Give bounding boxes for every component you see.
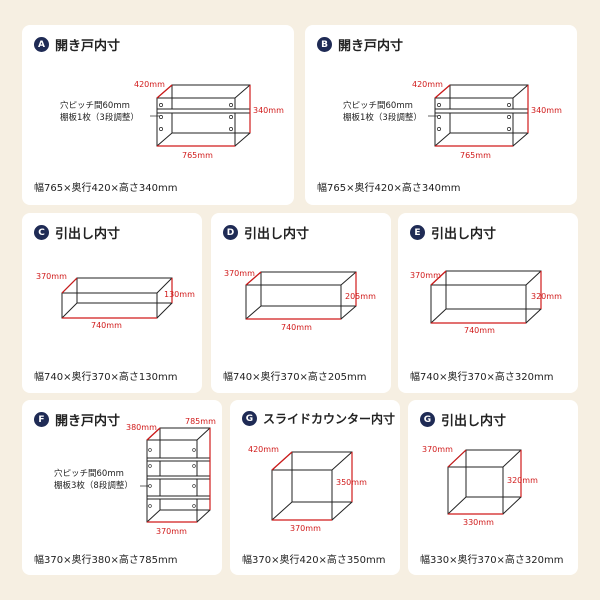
panel-g1-box-diagram: 420mm 350mm 370mm [248,445,367,533]
panel-f-header: F 開き戸内寸 [34,410,120,429]
panel-c-height-label: 130mm [164,290,195,299]
panel-d-spec: 幅740×奥行370×高さ205mm [223,372,367,383]
panel-f-note: 穴ピッチ間60mm 棚板3枚（8段調整） [54,468,133,492]
panel-g-slide-counter: G スライドカウンター内寸 420mm 350mm 370mm 幅370×奥行4… [230,400,400,575]
panel-g2-width-label: 330mm [463,518,494,527]
panel-g2-depth-label: 370mm [422,445,453,454]
panel-c: C 引出し内寸 370mm 130mm 740mm 幅740×奥行370×高さ1… [22,213,202,393]
panel-e-badge: E [410,225,425,240]
panel-g1-title: スライドカウンター内寸 [263,412,396,426]
panel-f-shelf-info: 棚板3枚（8段調整） [54,481,133,491]
panel-b: B 開き戸内寸 穴ピッチ間60mm 棚板1枚（3段調整） 420mm 340mm… [305,25,577,205]
panel-a-title: 開き戸内寸 [55,39,121,54]
panel-b-depth-label: 420mm [412,80,443,89]
panel-c-title: 引出し内寸 [55,227,121,242]
panel-c-depth-label: 370mm [36,272,67,281]
panel-f-width-label: 370mm [156,527,187,536]
panel-f-badge: F [34,412,49,427]
panel-d-width-label: 740mm [281,323,312,332]
panel-e-title: 引出し内寸 [431,227,497,242]
panel-b-height-label: 340mm [531,106,562,115]
panel-b-header: B 開き戸内寸 [317,35,403,54]
panel-e-header: E 引出し内寸 [410,223,496,242]
panel-a-depth-label: 420mm [134,80,165,89]
panel-d-box-diagram: 370mm 205mm 740mm [224,269,376,332]
panel-e-box-diagram: 370mm 320mm 740mm [410,270,562,335]
panel-d-title: 引出し内寸 [244,227,310,242]
panel-a-badge: A [34,37,49,52]
panel-c-badge: C [34,225,49,240]
panel-c-header: C 引出し内寸 [34,223,120,242]
panel-e: E 引出し内寸 370mm 320mm 740mm 幅740×奥行370×高さ3… [398,213,578,393]
panel-d-depth-label: 370mm [224,269,255,278]
panel-b-shelf-info: 棚板1枚（3段調整） [343,113,422,123]
panel-b-box-diagram: 420mm 340mm 765mm [412,80,562,160]
panel-f-box-diagram: 380mm 785mm 370mm [126,417,216,536]
panel-g2-badge: G [420,412,435,427]
panel-a: A 開き戸内寸 穴ピッチ間60mm 棚板1枚（3段調整） 420mm 340mm… [22,25,294,205]
panel-e-width-label: 740mm [464,326,495,335]
panel-b-badge: B [317,37,332,52]
panel-a-width-label: 765mm [182,151,213,160]
panel-g2-title: 引出し内寸 [441,414,507,429]
panel-b-title: 開き戸内寸 [338,39,404,54]
panel-c-width-label: 740mm [91,321,122,330]
panel-a-height-label: 340mm [253,106,284,115]
panel-a-note: 穴ピッチ間60mm 棚板1枚（3段調整） [60,100,139,124]
panel-b-note: 穴ピッチ間60mm 棚板1枚（3段調整） [343,100,422,124]
panel-f-depth-label: 380mm [126,423,157,432]
panel-g1-height-label: 350mm [336,478,367,487]
panel-a-box-diagram: 420mm 340mm 765mm [134,80,284,160]
panel-d-header: D 引出し内寸 [223,223,309,242]
panel-a-shelf-info: 棚板1枚（3段調整） [60,113,139,123]
panel-c-spec: 幅740×奥行370×高さ130mm [34,372,178,383]
panel-g1-badge: G [242,411,257,426]
panel-f: F 開き戸内寸 穴ピッチ間60mm 棚板3枚（8段調整） 380mm 785mm… [22,400,222,575]
panel-b-hole-pitch: 穴ピッチ間60mm [343,101,413,111]
panel-g2-spec: 幅330×奥行370×高さ320mm [420,555,564,566]
panel-f-spec: 幅370×奥行380×高さ785mm [34,555,178,566]
panel-d-badge: D [223,225,238,240]
panel-g1-depth-label: 420mm [248,445,279,454]
panel-e-spec: 幅740×奥行370×高さ320mm [410,372,554,383]
panel-e-height-label: 320mm [531,292,562,301]
panel-d-height-label: 205mm [345,292,376,301]
panel-d: D 引出し内寸 370mm 205mm 740mm 幅740×奥行370×高さ2… [211,213,391,393]
panel-a-header: A 開き戸内寸 [34,35,120,54]
panel-g2-header: G 引出し内寸 [420,410,506,429]
panel-f-hole-pitch: 穴ピッチ間60mm [54,469,124,479]
panel-b-spec: 幅765×奥行420×高さ340mm [317,183,461,194]
panel-g-drawer: G 引出し内寸 370mm 320mm 330mm 幅330×奥行370×高さ3… [408,400,578,575]
panel-g2-box-diagram: 370mm 320mm 330mm [422,445,538,527]
panel-a-hole-pitch: 穴ピッチ間60mm [60,101,130,111]
panel-g1-spec: 幅370×奥行420×高さ350mm [242,555,386,566]
panel-g2-height-label: 320mm [507,476,538,485]
panel-f-height-label: 785mm [185,417,216,426]
panel-c-box-diagram: 370mm 130mm 740mm [36,272,195,330]
panel-g1-header: G スライドカウンター内寸 [242,410,395,427]
panel-e-depth-label: 370mm [410,271,441,280]
panel-b-width-label: 765mm [460,151,491,160]
panel-f-title: 開き戸内寸 [55,414,121,429]
panel-g1-width-label: 370mm [290,524,321,533]
panel-a-spec: 幅765×奥行420×高さ340mm [34,183,178,194]
